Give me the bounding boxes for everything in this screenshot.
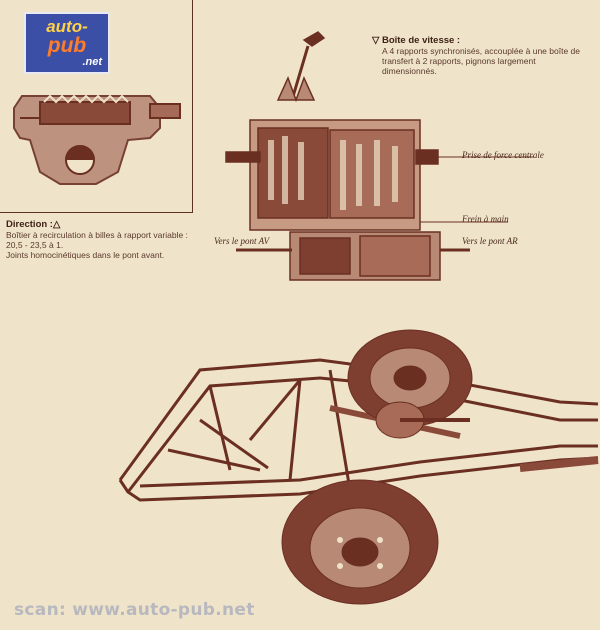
gearbox-title-row: ▽ Boîte de vitesse : <box>372 36 594 46</box>
rear-wheel <box>347 329 473 427</box>
steering-box-illustration <box>13 94 181 185</box>
logo-line-1: auto- <box>46 17 88 36</box>
logo-line-2: pub <box>47 34 87 57</box>
gearbox-line-2: transfert à 2 rapports, pignons largemen… <box>382 56 536 66</box>
scan-watermark: scan: www.auto-pub.net <box>14 600 255 620</box>
label-pto: Prise de force centrale <box>462 150 544 160</box>
gearbox-title: Boîte de vitesse : <box>381 35 461 46</box>
direction-line-3: Joints homocinétiques dans le pont avant… <box>6 250 165 260</box>
direction-caption: Direction :△ Boîtier à recirculation à b… <box>6 220 192 261</box>
gearbox-line-1: A 4 rapports synchronisés, accouplée à u… <box>382 46 580 56</box>
gearbox-symbol: ▽ <box>372 35 380 46</box>
auto-pub-logo[interactable]: auto- pub .net <box>24 12 110 74</box>
gearbox-line-3: dimensionnés. <box>382 66 437 76</box>
steering-box-frame <box>0 0 193 213</box>
direction-symbol: △ <box>52 219 61 230</box>
axle-differential <box>375 401 470 439</box>
gearbox-caption: ▽ Boîte de vitesse : A 4 rapports synchr… <box>372 36 594 77</box>
direction-line-1: Boîtier à recirculation à billes à rappo… <box>6 230 188 240</box>
direction-title-row: Direction :△ <box>6 220 192 230</box>
front-wheel <box>281 479 439 605</box>
label-rear-axle: Vers le pont AR <box>462 236 518 246</box>
label-handbrake: Frein à main <box>462 214 509 224</box>
direction-title: Direction : <box>6 219 53 230</box>
logo-line-3: .net <box>82 56 102 68</box>
gearbox-illustration <box>225 31 534 281</box>
direction-line-2: 20,5 - 23,5 à 1. <box>6 240 64 250</box>
label-front-axle: Vers le pont AV <box>214 236 270 246</box>
